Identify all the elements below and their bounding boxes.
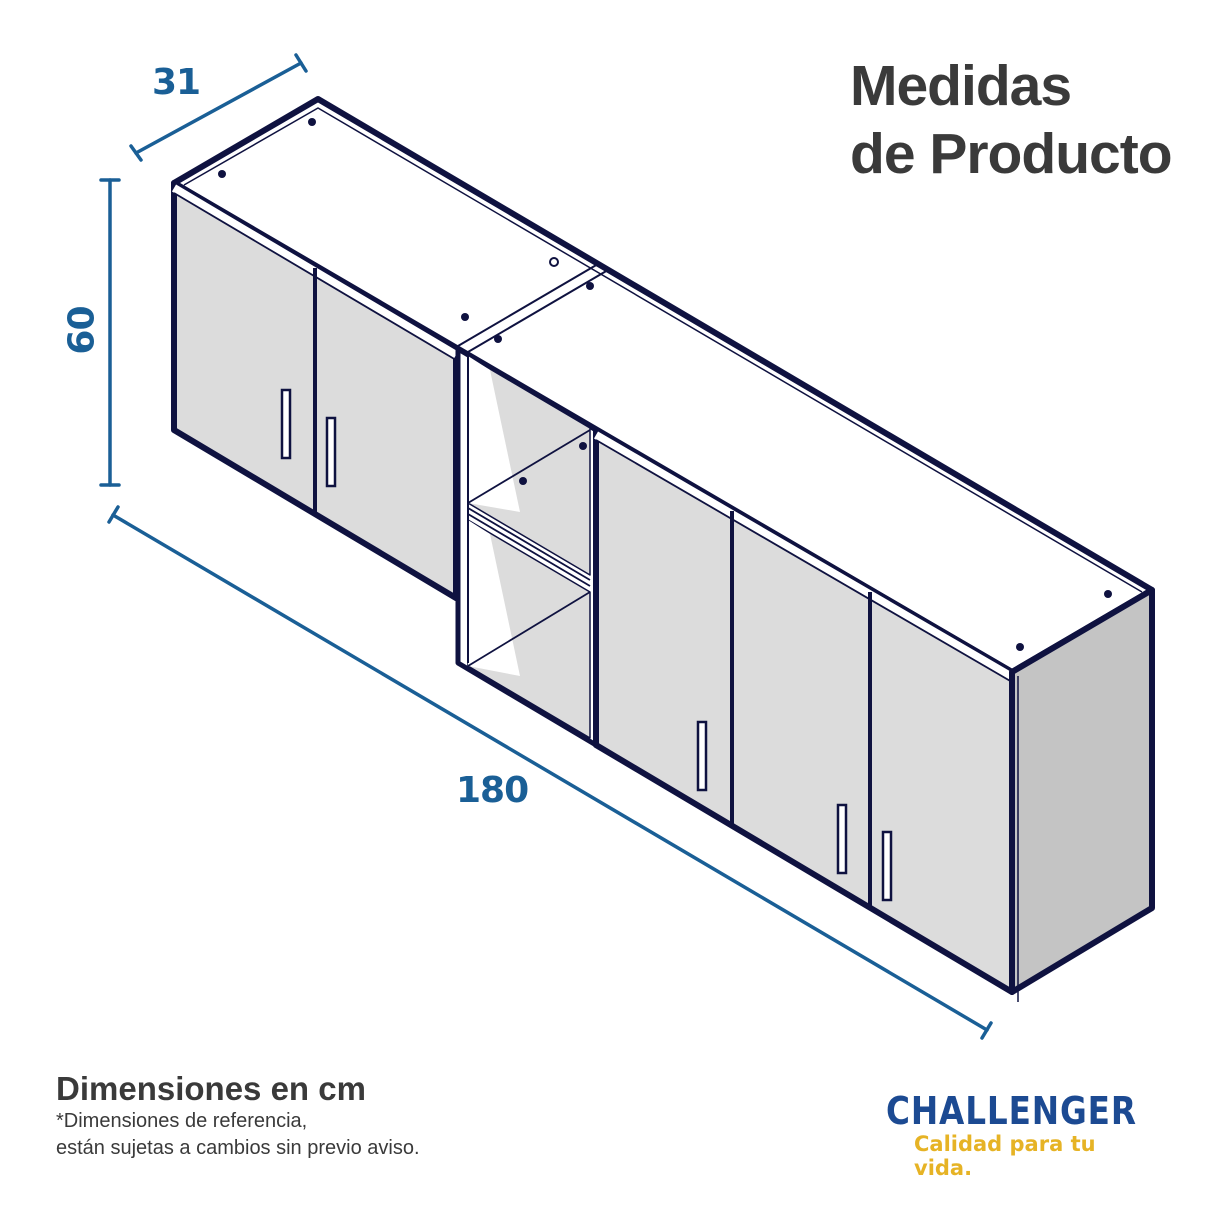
page-title: Medidas de Producto [850, 52, 1173, 188]
disclaimer-line-2: están sujetas a cambios sin previo aviso… [56, 1137, 420, 1159]
width-dimension-label: 180 [456, 770, 529, 811]
dimensions-unit-heading: Dimensiones en cm [56, 1070, 366, 1107]
open-shelf-module [455, 346, 599, 748]
height-dimension-label: 60 [61, 306, 103, 355]
dimensions-note: Dimensiones en cm *Dimensiones de refere… [56, 1070, 420, 1162]
door-handles [280, 388, 893, 902]
title-line-2: de Producto [850, 122, 1173, 186]
title-line-1: Medidas [850, 54, 1072, 118]
depth-dimension-label: 31 [152, 62, 201, 103]
brand-name: CHALLENGER [886, 1089, 1137, 1133]
dimension-lines [99, 53, 993, 1040]
right-side-panel [1009, 587, 1155, 1002]
screw-holes [218, 118, 1112, 651]
brand-tagline: Calidad para tu vida. [914, 1132, 1096, 1180]
brand-logo: CHALLENGER Calidad para tu vida. [886, 1090, 1156, 1180]
disclaimer-line-1: *Dimensiones de referencia, [56, 1110, 308, 1132]
